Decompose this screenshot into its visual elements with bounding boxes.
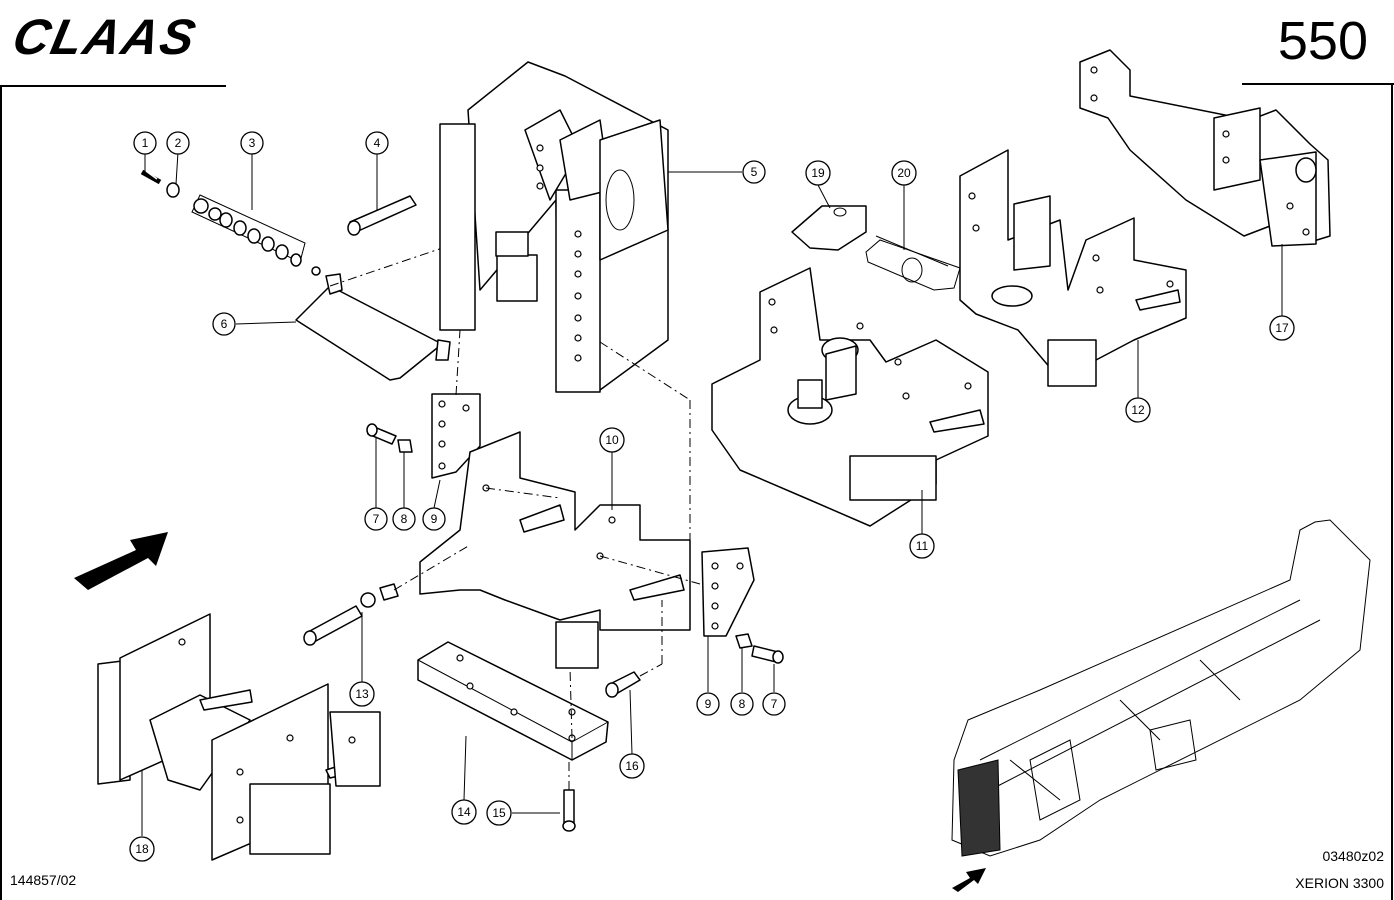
leader-lines: [141, 151, 1283, 836]
callout-label: 12: [1131, 403, 1145, 417]
part-18-coupling-assembly: [97, 613, 381, 861]
callout-16: 16: [619, 753, 645, 779]
part-8-nut-lower: [735, 633, 753, 649]
callout-label: 2: [175, 136, 182, 150]
page-number: 550: [1277, 11, 1368, 71]
part-4-long-bolt: [347, 195, 417, 236]
part-10-drawbar-carriage: [419, 431, 701, 669]
callout-label: 8: [401, 512, 408, 526]
callout-14: 14: [451, 799, 477, 825]
part-13-bolt-set: [303, 544, 471, 646]
part-14-base-plate: [417, 641, 609, 761]
callout-label: 19: [811, 166, 825, 180]
callout-2: 2: [166, 131, 190, 155]
part-1-bolt: [140, 169, 162, 185]
callout-label: 5: [751, 165, 758, 179]
callout-9: 9: [422, 507, 446, 531]
part-5-main-frame: [439, 61, 691, 550]
callout-8: 8: [392, 507, 416, 531]
callout-label: 9: [431, 512, 438, 526]
callout-19: 19: [805, 160, 831, 186]
callout-label: 18: [135, 842, 149, 856]
callout-7: 7: [364, 507, 388, 531]
part-15-vertical-bolt: [562, 760, 576, 832]
callout-17: 17: [1269, 315, 1295, 341]
callout-label: 11: [916, 539, 929, 553]
callout-label: 10: [605, 433, 619, 447]
callout-12: 12: [1125, 397, 1151, 423]
callout-13: 13: [349, 681, 375, 707]
part-9-bracket-plate: [431, 329, 481, 479]
callout-label: 13: [355, 687, 369, 701]
callout-label: 8: [739, 697, 746, 711]
callout-9-lower: 9: [696, 692, 720, 716]
part-3-washer-set: [191, 194, 321, 276]
callout-label: 3: [249, 136, 256, 150]
part-19-pivot-block: [791, 205, 867, 251]
part-11-carrier: [711, 267, 989, 527]
callout-label: 7: [771, 697, 778, 711]
callout-label: 15: [492, 806, 506, 820]
callout-5: 5: [742, 160, 766, 184]
callout-label: 16: [625, 759, 639, 773]
callout-label: 4: [374, 136, 381, 150]
part-20-spring-clip: [865, 235, 961, 291]
callout-8-lower: 8: [730, 692, 754, 716]
part-9-bracket-plate-lower: [701, 547, 755, 637]
callout-18: 18: [129, 836, 155, 862]
part-16-bolt: [605, 600, 663, 698]
callout-label: 20: [897, 166, 911, 180]
part-8-nut-upper: [397, 439, 413, 453]
part-12-upper-carrier: [959, 149, 1187, 387]
chassis-overview-illustration: [951, 519, 1371, 892]
callout-11: 11: [909, 533, 935, 559]
part-7-bolt-lower: [751, 645, 784, 664]
callout-label: 6: [221, 317, 228, 331]
part-17-tow-beam: [1079, 49, 1331, 247]
callout-label: 1: [142, 136, 149, 150]
callout-10: 10: [599, 427, 625, 453]
callout-label: 17: [1275, 321, 1289, 335]
callout-3: 3: [240, 131, 264, 155]
part-2-bushing: [166, 182, 180, 198]
callout-20: 20: [891, 160, 917, 186]
callout-label: 7: [373, 512, 380, 526]
callout-label: 9: [705, 697, 712, 711]
callout-1: 1: [133, 131, 157, 155]
callout-6: 6: [212, 312, 236, 336]
model-name: XERION 3300: [1295, 875, 1384, 891]
drawing-code: 03480z02: [1322, 848, 1384, 864]
callout-7-lower: 7: [762, 692, 786, 716]
callout-15: 15: [486, 800, 512, 826]
callout-label: 14: [457, 805, 471, 819]
part-7-bolt-upper: [366, 423, 397, 445]
direction-arrow-icon: [74, 532, 168, 590]
document-code: 144857/02: [10, 872, 77, 888]
callout-4: 4: [365, 131, 389, 155]
